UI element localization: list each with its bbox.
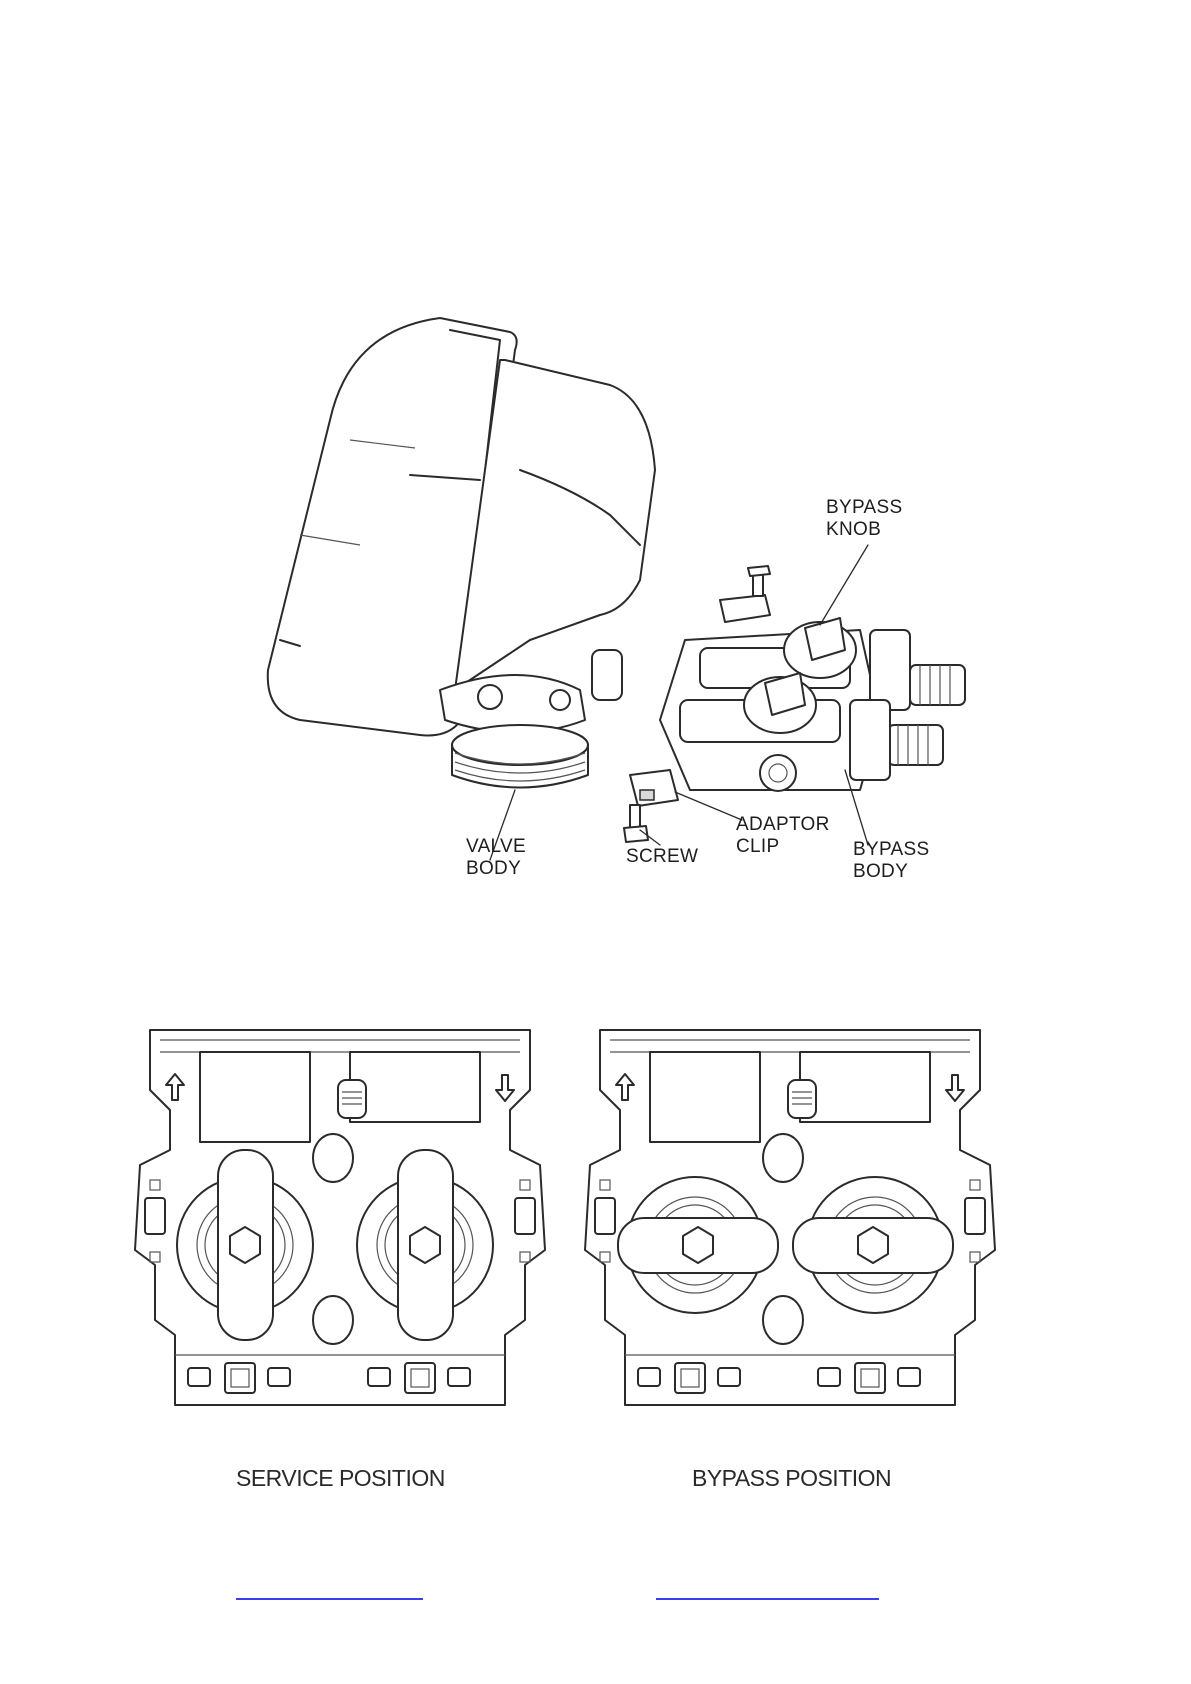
- service-position-diagram: [135, 1030, 545, 1405]
- bypass-position-diagram: [585, 1030, 995, 1405]
- bypass-link-underline[interactable]: [656, 1598, 879, 1600]
- label-valve-body: VALVE BODY: [466, 836, 526, 880]
- service-position-caption: SERVICE POSITION: [236, 1465, 445, 1492]
- label-screw: SCREW: [626, 846, 698, 868]
- bypass-assembly: [660, 566, 965, 791]
- bypass-position-caption: BYPASS POSITION: [692, 1465, 891, 1492]
- service-link-underline[interactable]: [236, 1598, 423, 1600]
- label-bypass-knob: BYPASS KNOB: [826, 497, 902, 541]
- label-bypass-body: BYPASS BODY: [853, 839, 929, 883]
- screw: [624, 805, 648, 842]
- adaptor-clip: [630, 770, 678, 806]
- label-adaptor-clip: ADAPTOR CLIP: [736, 814, 830, 858]
- exploded-view-drawing: [0, 0, 1191, 900]
